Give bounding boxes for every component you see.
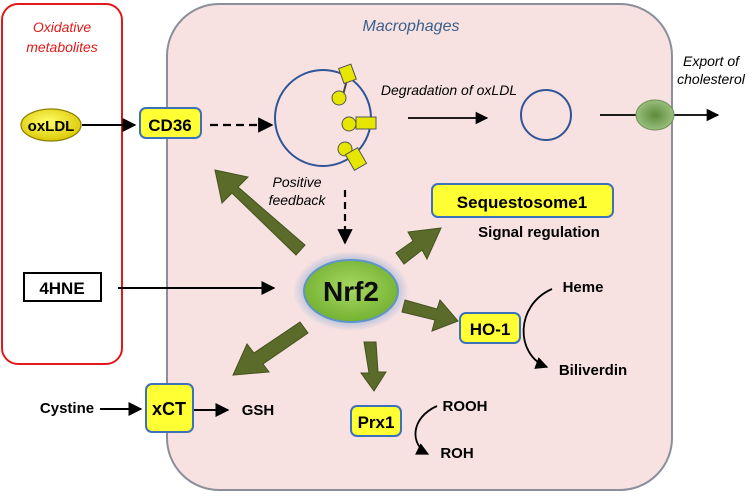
gsh-label: GSH [242,402,275,419]
ho1-label: HO-1 [470,320,511,339]
arrow-nrf2-to-sequestosome [395,227,442,265]
oxidative-label-1: Oxidative [33,19,92,35]
oxidative-metabolites-box [1,3,123,365]
xct-label: xCT [152,399,186,419]
heme-to-biliverdin-arrow [522,288,553,369]
sequestosome1-box [431,183,614,218]
hne-label: 4HNE [39,279,84,298]
hne-box [23,272,102,302]
receptor-top [331,63,357,106]
nrf2-label: Nrf2 [323,276,379,307]
xct-box [145,383,194,433]
arrow-nrf2-to-ho1 [401,299,459,332]
export-label-2: cholesterol [677,71,746,87]
receptor-bottom [337,141,368,171]
sequestosome1-label: Sequestosome1 [457,193,587,212]
rooh-label: ROOH [443,398,488,415]
empty-vesicle [520,89,572,141]
nrf2-node [303,259,399,323]
cd36-label: CD36 [148,116,191,135]
oxldl-label: oxLDL [28,118,75,135]
arrow-nrf2-to-prx1 [360,341,387,392]
export-label-1: Export of [683,53,741,69]
positive-feedback-label-1: Positive [272,174,321,190]
prx1-box [350,405,402,437]
roh-label: ROH [440,445,473,462]
arrow-nrf2-to-cd36 [214,169,306,256]
ho1-box [459,312,521,344]
oxldl-ellipse [20,108,82,142]
heme-label: Heme [563,279,604,296]
prx1-label: Prx1 [358,413,395,432]
biliverdin-label: Biliverdin [559,362,627,379]
nrf2-output-arrows [214,169,459,392]
oxidative-label-2: metabolites [26,39,98,55]
arrow-nrf2-to-gsh [232,321,309,376]
macrophages-title: Macrophages [363,18,460,35]
positive-feedback-label-2: feedback [269,192,327,208]
cd36-box [139,107,202,139]
cystine-label: Cystine [40,400,94,417]
receptor-middle [341,116,377,132]
signal-regulation-label: Signal regulation [478,224,600,241]
rooh-to-roh-arrow [414,405,438,455]
degradation-label: Degradation of oxLDL [381,82,517,98]
cholesterol-transporter [635,99,675,131]
